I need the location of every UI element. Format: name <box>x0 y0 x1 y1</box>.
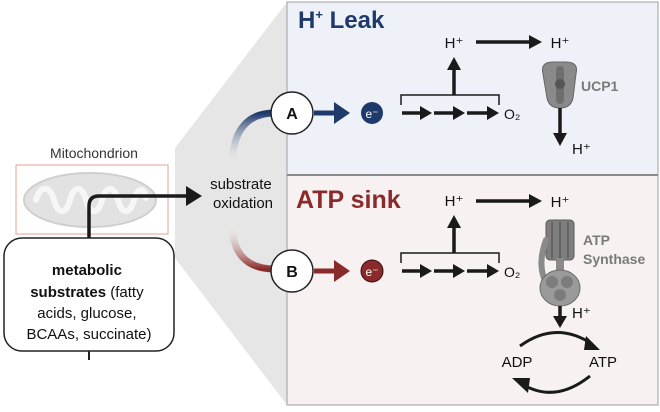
proton-up-label-a: H⁺ <box>445 35 464 52</box>
electron-icon-a <box>361 102 383 124</box>
node-b <box>270 249 314 293</box>
proton-down-label-b: H⁺ <box>572 305 591 322</box>
substrates-line-2-rest: (fatty <box>106 284 144 301</box>
atp-synthase-icon <box>538 219 581 307</box>
node-a <box>270 91 314 135</box>
atp-label: ATP <box>589 354 617 371</box>
electron-label-b: e⁻ <box>365 265 378 279</box>
h-leak-title-main: H <box>298 7 315 34</box>
substrates-bold-word: substrates <box>30 284 106 301</box>
atp-synthase-line-2: Synthase <box>583 251 645 267</box>
zoom-funnel <box>175 2 287 405</box>
proton-right-arrowhead-a <box>529 35 542 49</box>
adp-label: ADP <box>502 354 533 371</box>
proton-right-label-a: H⁺ <box>551 35 570 52</box>
o2-label-b: O₂ <box>504 264 520 280</box>
h-leak-title-rest: Leak <box>323 7 385 34</box>
substrates-line-2: substrates (fatty <box>30 284 148 301</box>
substrate-flow-arrowhead <box>186 186 202 206</box>
atp-sink-title: ATP sink <box>296 186 401 214</box>
etc-arrows-b <box>402 264 499 278</box>
proton-up-label-b: H⁺ <box>445 193 464 210</box>
proton-down-label-a: H⁺ <box>572 141 591 158</box>
o2-label-a: O₂ <box>504 106 520 122</box>
atp-sink-panel <box>286 174 659 406</box>
electron-icon-b <box>360 259 384 283</box>
proton-up-arrowhead-b <box>447 215 461 228</box>
atp-synthase-line-1: ATP <box>583 232 610 248</box>
atp-synthase-label: ATP Synthase <box>583 232 645 267</box>
substrate-flow-arrow <box>87 194 186 238</box>
ucp1-label: UCP1 <box>581 78 619 94</box>
h-leak-title: H+ Leak <box>298 7 385 34</box>
node-a-label: A <box>286 106 298 123</box>
substrates-line-4: BCAAs, succinate) <box>26 326 151 343</box>
adp-to-atp-arc <box>519 331 593 348</box>
etc-bracket-b <box>400 252 500 263</box>
h-leak-title-sup: + <box>315 7 323 22</box>
etc-arrows-a <box>402 106 499 120</box>
substrates-text: metabolic substrates (fatty acids, gluco… <box>26 262 151 343</box>
substrate-oxidation-label: substrate oxidation <box>210 176 276 212</box>
proton-right-label-b: H⁺ <box>551 194 570 211</box>
oxidation-line-1: substrate <box>210 176 272 193</box>
branch-curve-b <box>228 221 276 273</box>
substrates-line-1: metabolic <box>52 262 122 279</box>
node-b-arrowhead <box>334 260 350 282</box>
proton-right-arrowhead-b <box>529 194 542 208</box>
branch-curve-a <box>228 109 276 169</box>
proton-down-arrowhead-a <box>553 133 567 146</box>
mitochondrion-label: Mitochondrion <box>50 145 138 161</box>
node-b-label: B <box>286 264 298 281</box>
atp-to-adp-arrowhead <box>512 378 530 393</box>
substrates-line-3: acids, glucose, <box>37 305 136 322</box>
mitochondrion-frame <box>15 164 169 235</box>
electron-label-a: e⁻ <box>365 107 378 121</box>
node-a-arrowhead <box>334 102 350 124</box>
adp-to-atp-arrowhead <box>584 336 600 350</box>
proton-up-arrowhead-a <box>447 57 461 70</box>
oxidation-line-2: oxidation <box>213 195 273 212</box>
ucp1-icon <box>542 61 577 109</box>
proton-down-arrowhead-b <box>553 316 567 328</box>
etc-bracket-a <box>400 94 500 105</box>
